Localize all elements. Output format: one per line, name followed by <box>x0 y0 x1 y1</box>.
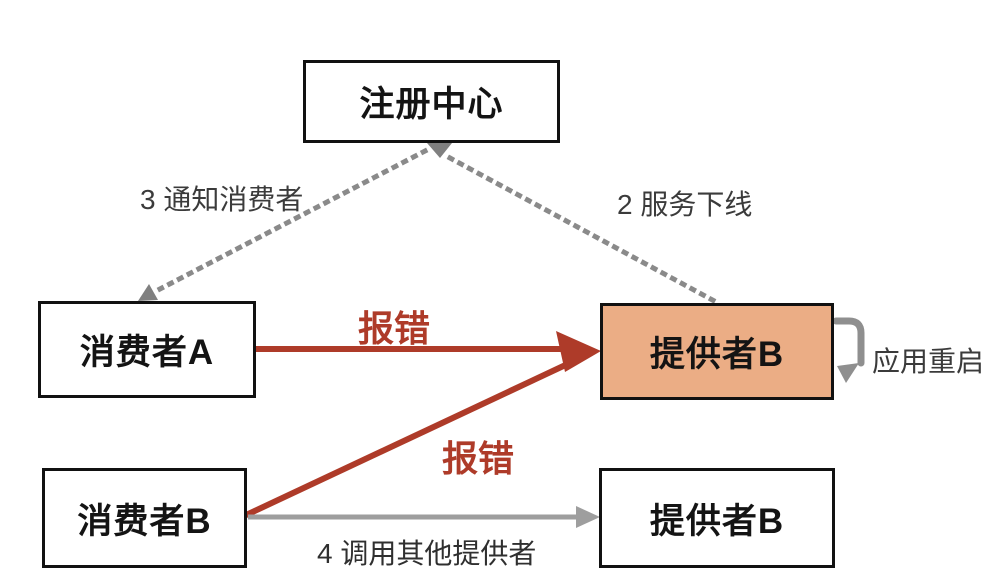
arrowhead-call-other <box>576 506 600 528</box>
node-registry-label: 注册中心 <box>359 85 504 124</box>
edge-label-error-a: 报错 <box>358 308 431 349</box>
node-consumer-a: 消费者A <box>38 301 256 398</box>
edge-error-b-line <box>242 358 576 519</box>
edge-service-offline-line <box>446 154 722 307</box>
node-consumer-b: 消费者B <box>42 468 247 568</box>
arrowhead-to-registry <box>427 143 452 158</box>
diagram-page: { "diagram": { "nodes": { "registry": { … <box>38 60 985 569</box>
edge-label-call-other-provider: 4 调用其他提供者 <box>317 538 537 569</box>
node-registry: 注册中心 <box>303 60 560 143</box>
edge-label-notify-consumers: 3 通知消费者 <box>140 184 304 215</box>
arrowhead-to-consumer-a <box>138 284 158 301</box>
edge-app-restart-loop <box>832 317 865 367</box>
node-provider-b-active-label: 提供者B <box>649 335 785 374</box>
node-provider-b-active: 提供者B <box>600 303 834 400</box>
arrowhead-error-to-provider-b <box>556 331 601 372</box>
edge-label-service-offline: 2 服务下线 <box>617 189 753 220</box>
node-consumer-a-label: 消费者A <box>79 333 215 372</box>
diagram-wires <box>138 143 865 528</box>
arrowhead-app-restart <box>837 363 859 383</box>
edge-label-app-restart: 应用重启 <box>872 346 985 377</box>
edge-label-error-b: 报错 <box>442 438 515 479</box>
node-provider-b-standby: 提供者B <box>599 468 835 568</box>
node-consumer-b-label: 消费者B <box>77 501 212 541</box>
edge-notify-consumers-line <box>156 147 429 293</box>
node-provider-b-standby-label: 提供者B <box>649 501 785 541</box>
